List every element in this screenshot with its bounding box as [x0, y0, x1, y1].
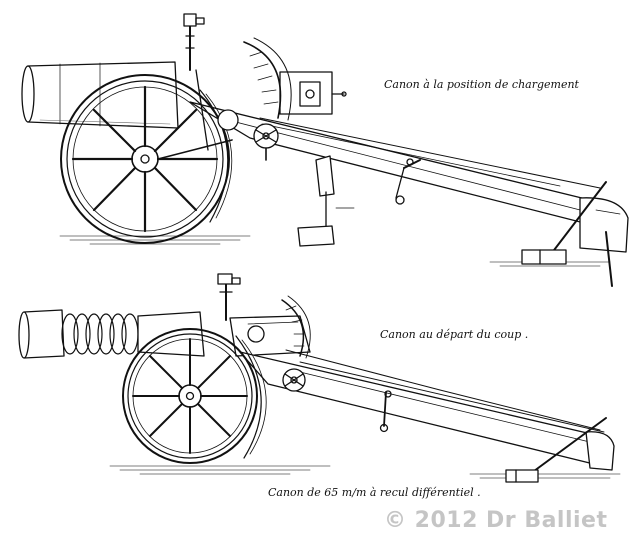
elevation-arc-top: [244, 38, 291, 120]
cannon-loading-position: [22, 14, 628, 286]
tail-bar-bottom: [506, 418, 606, 482]
copyright-watermark: © 2012 Dr Balliet: [384, 508, 608, 533]
handwheel-top: [254, 124, 278, 160]
carriage-trail-bottom: [240, 350, 614, 470]
tail-bar-top: [522, 182, 612, 286]
caption-cannon-title: Canon de 65 m/m à recul différentiel .: [268, 486, 481, 499]
recoil-rod-top: [260, 118, 600, 188]
barrel-bottom: [19, 310, 204, 358]
cradle-bottom: [230, 316, 310, 356]
recoil-rod-bottom: [300, 362, 604, 432]
breech-block-top: [280, 72, 346, 114]
caption-loading-position: Canon à la position de chargement: [384, 78, 579, 91]
sight-post-bottom: [218, 274, 240, 320]
spade-top: [298, 156, 354, 246]
caption-firing-position: Canon au départ du coup .: [380, 328, 529, 341]
axle-top: [158, 70, 238, 159]
ground-shading-bottom: [110, 466, 620, 478]
elevation-arc-bottom: [282, 296, 310, 358]
wheel-bottom: [123, 329, 266, 463]
cannon-firing-position: [19, 274, 620, 482]
lever-link-top: [396, 159, 420, 204]
handwheel-bottom: [283, 369, 305, 391]
wheel-top: [61, 75, 232, 243]
lever-link-bottom: [381, 391, 392, 432]
carriage-trail-top: [190, 102, 628, 252]
coil-spring: [62, 314, 138, 354]
sight-post-top: [184, 14, 204, 70]
